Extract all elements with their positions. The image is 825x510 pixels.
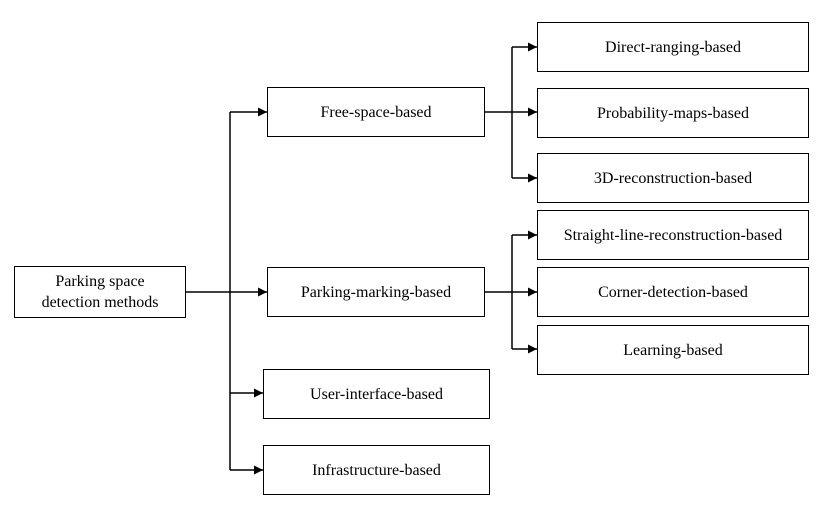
learning-node: Learning-based bbox=[537, 325, 809, 375]
straight-line-reconstruction-node: Straight-line-reconstruction-based bbox=[537, 210, 809, 260]
root-node-line1: Parking space bbox=[55, 273, 145, 290]
free-space-node: Free-space-based bbox=[267, 87, 485, 137]
parking-marking-node: Parking-marking-based bbox=[267, 267, 485, 317]
user-interface-node: User-interface-based bbox=[263, 369, 490, 419]
root-node-box: Parking space detection methods bbox=[14, 266, 186, 318]
3d-reconstruction-node: 3D-reconstruction-based bbox=[537, 153, 809, 203]
direct-ranging-node: Direct-ranging-based bbox=[537, 22, 809, 72]
probability-maps-node: Probability-maps-based bbox=[537, 88, 809, 138]
infrastructure-node: Infrastructure-based bbox=[263, 445, 490, 495]
corner-detection-node: Corner-detection-based bbox=[537, 267, 809, 317]
root-node-line2: detection methods bbox=[41, 294, 159, 311]
